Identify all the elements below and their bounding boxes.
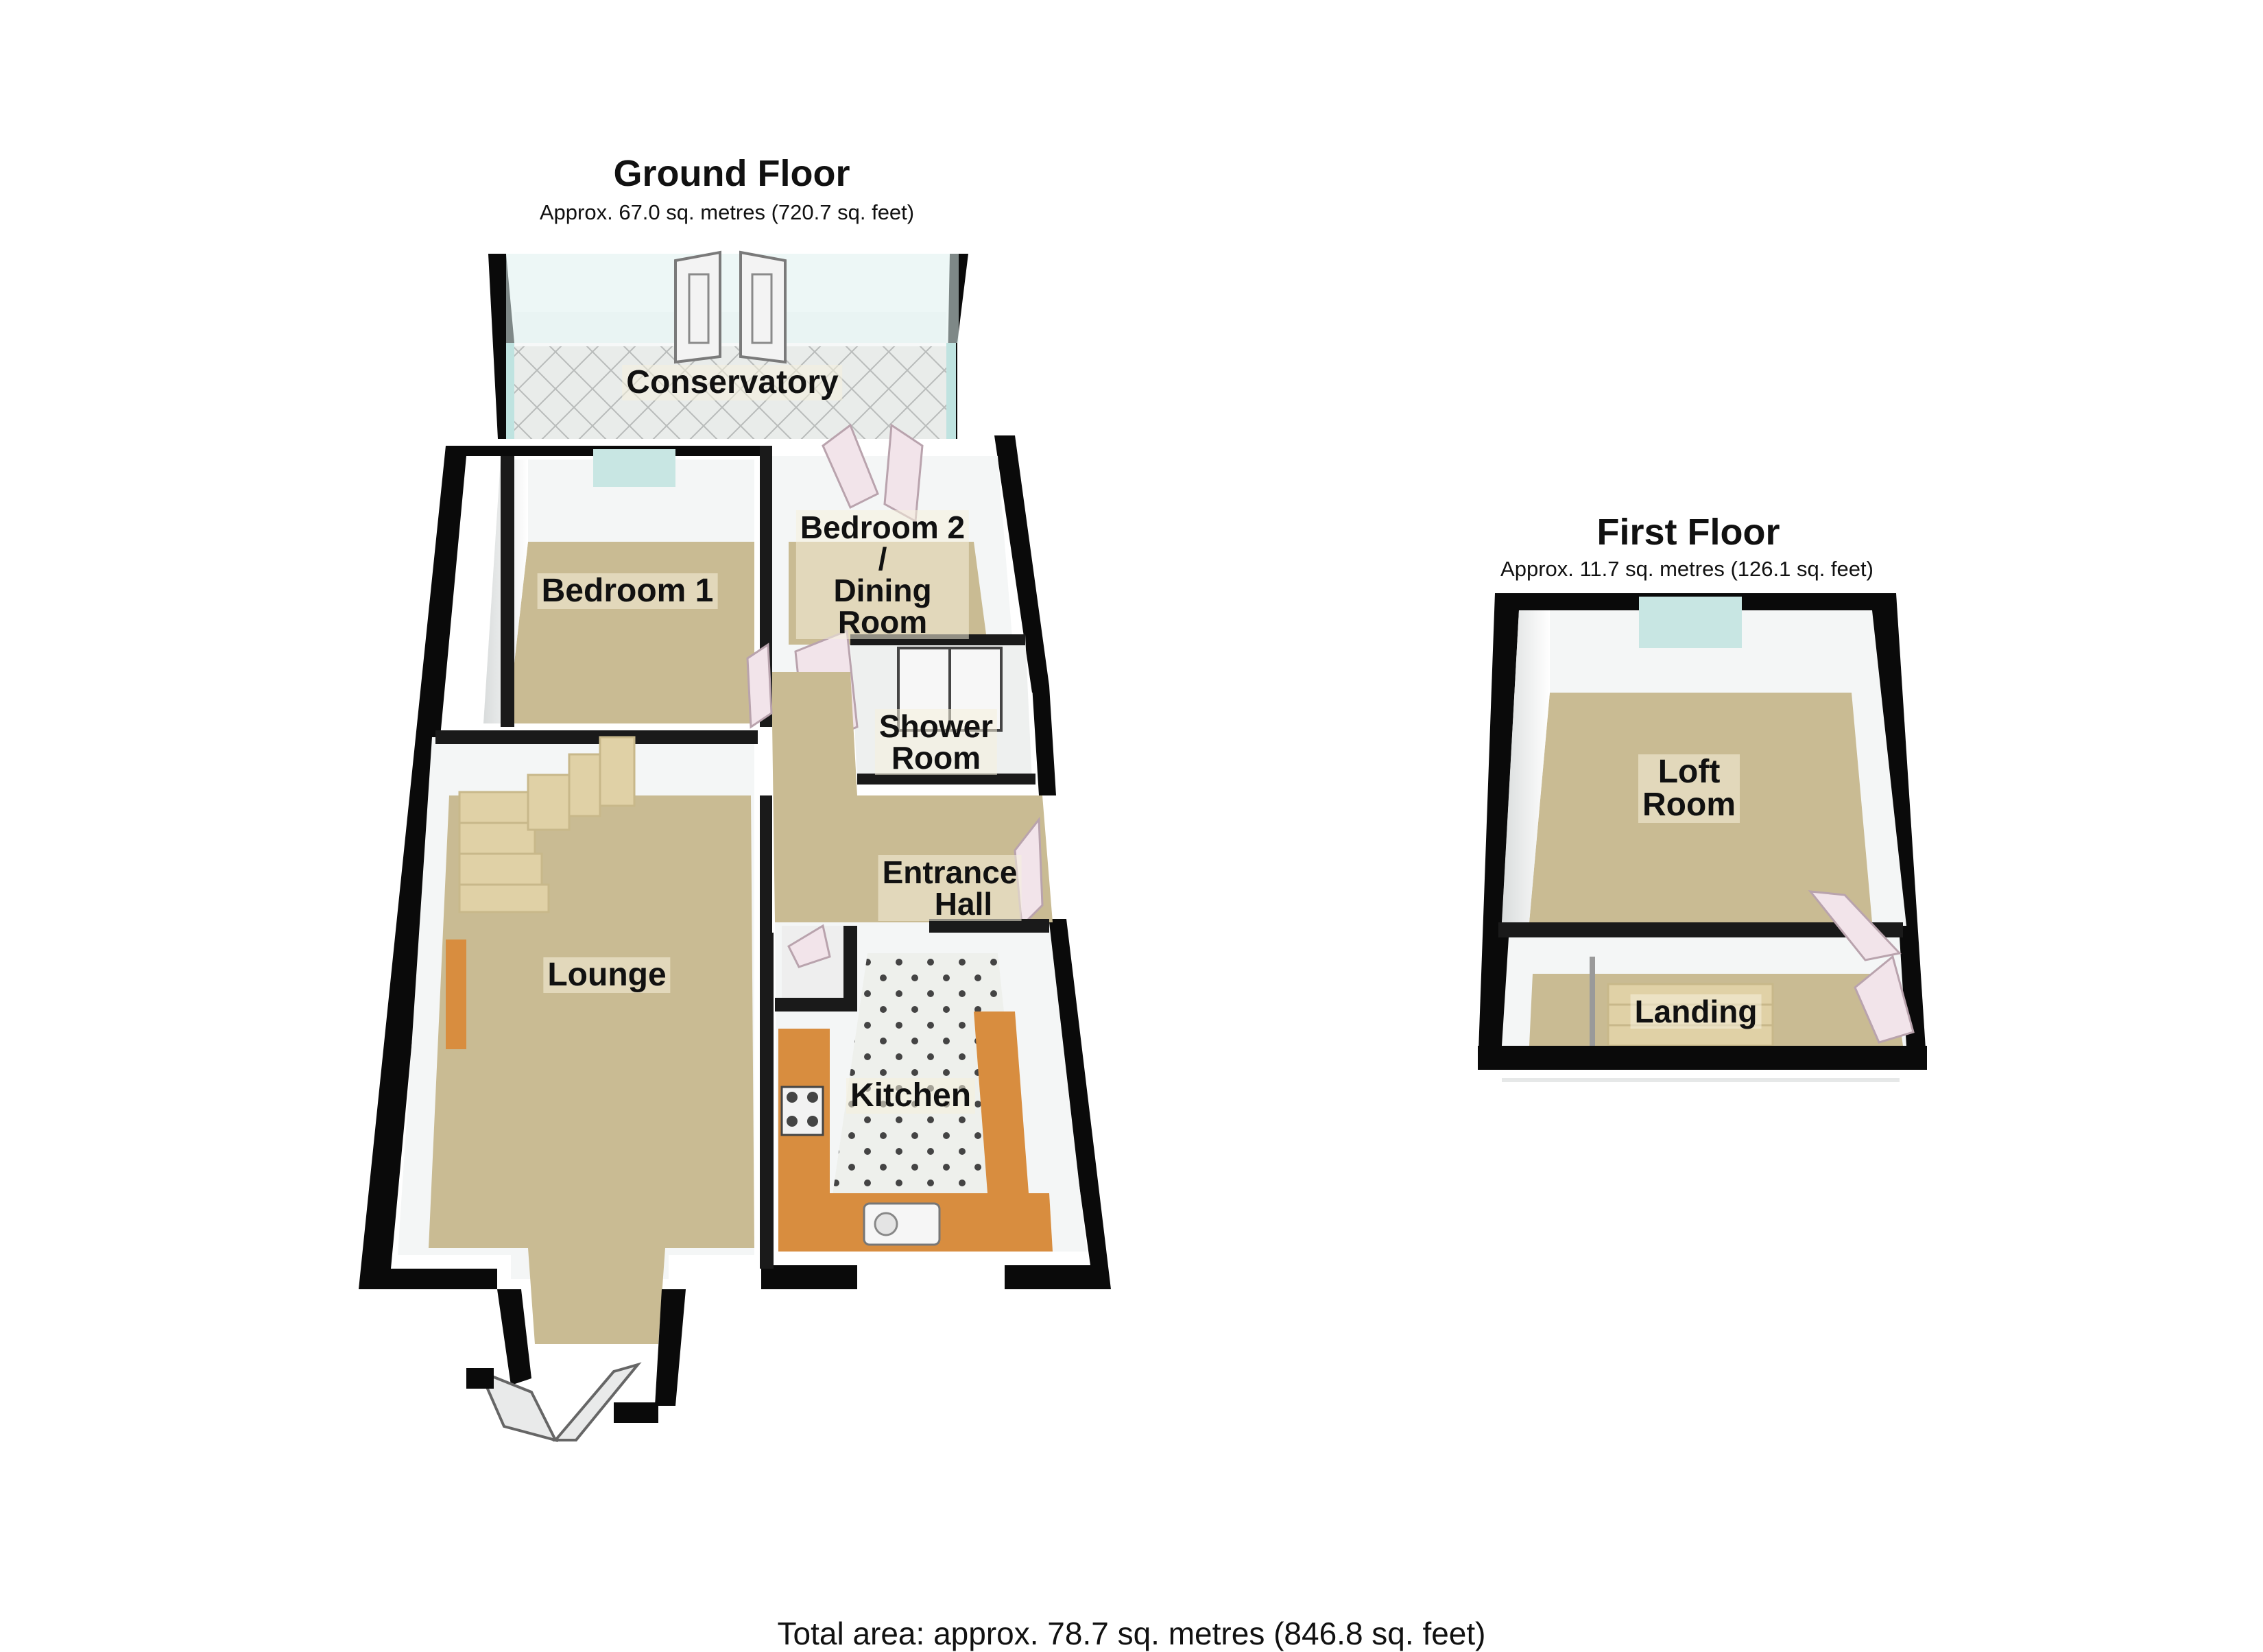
room-label-entrance-hall: Entrance Hall — [878, 855, 1022, 921]
room-label-bedroom-1: Bedroom 1 — [537, 573, 718, 609]
ground-floor-title: Ground Floor — [613, 153, 850, 194]
lounge-area — [398, 730, 774, 1443]
total-area-caption: Total area: approx. 78.7 sq. metres (846… — [777, 1616, 1486, 1651]
room-label-loft-room: Loft Room — [1638, 754, 1740, 823]
staircase — [458, 736, 636, 913]
outer-walls — [359, 435, 1111, 1289]
room-label-conservatory: Conservatory — [622, 365, 843, 400]
room-label-kitchen: Kitchen — [846, 1078, 976, 1114]
conservatory-area — [488, 250, 968, 439]
ground-floor-plan — [359, 250, 1111, 1443]
ground-floor-area: Approx. 67.0 sq. metres (720.7 sq. feet) — [539, 200, 915, 224]
room-label-shower-room: Shower Room — [874, 709, 998, 775]
first-floor-title: First Floor — [1596, 512, 1780, 553]
room-label-lounge: Lounge — [543, 957, 671, 993]
first-floor-area: Approx. 11.7 sq. metres (126.1 sq. feet) — [1500, 557, 1873, 581]
room-label-landing: Landing — [1630, 994, 1762, 1029]
room-label-bedroom-2: Bedroom 2 / Dining Room — [795, 510, 970, 639]
